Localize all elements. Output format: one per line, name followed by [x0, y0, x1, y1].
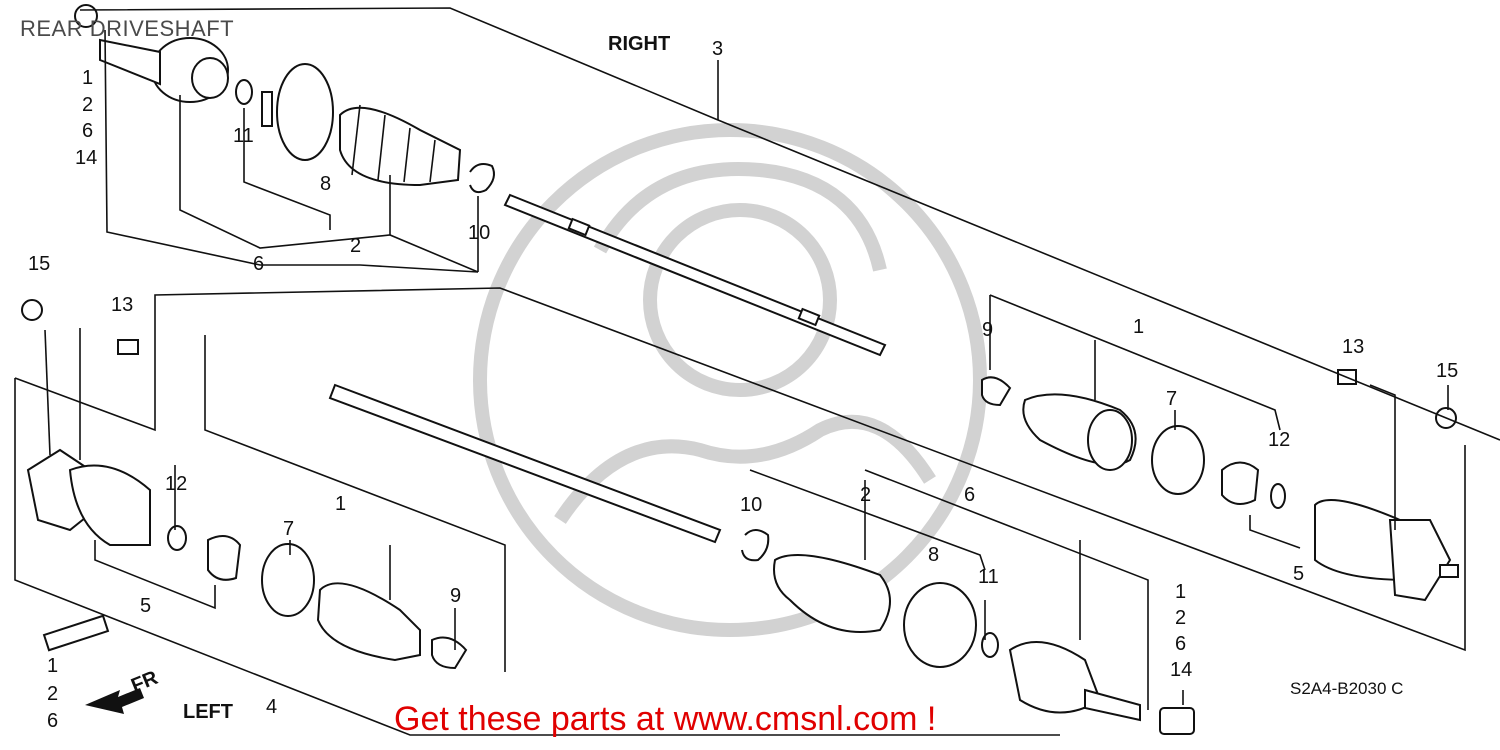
left-boot — [316, 582, 421, 662]
callout-6: 6 — [1175, 633, 1186, 655]
left-inner-joint — [68, 464, 151, 546]
snap-ring — [1270, 483, 1286, 509]
diagram-code: S2A4-B2030 C — [1290, 679, 1403, 698]
callout-12: 12 — [1268, 429, 1290, 451]
callout-1: 1 — [47, 655, 58, 677]
middle-clip-ring — [981, 632, 999, 658]
outer-boot — [339, 106, 462, 187]
callout-11: 11 — [233, 125, 254, 147]
callout-6: 6 — [253, 253, 264, 275]
callout-10: 10 — [468, 222, 490, 244]
middle-clip — [741, 529, 770, 562]
callout-12: 12 — [165, 473, 187, 495]
tripod-joint — [1221, 461, 1260, 505]
callout-5: 5 — [140, 595, 151, 617]
callout-6: 6 — [964, 484, 975, 506]
callout-15: 15 — [1436, 360, 1458, 382]
callout-1: 1 — [1133, 316, 1144, 338]
left-band — [261, 543, 315, 617]
callout-15: 15 — [28, 253, 50, 275]
callout-13: 13 — [1342, 336, 1364, 358]
callout-2: 2 — [47, 683, 58, 705]
callout-10: 10 — [740, 494, 762, 516]
watermark-logo — [473, 123, 987, 637]
callout-7: 7 — [1166, 388, 1177, 410]
callout-8: 8 — [320, 173, 331, 195]
left-spindle-nut — [1159, 707, 1195, 735]
callout-13: 13 — [111, 294, 133, 316]
middle-band — [903, 582, 977, 668]
boot-band — [276, 63, 334, 161]
front-arrow: FR — [85, 667, 162, 714]
left-nut — [21, 299, 43, 321]
callout-2: 2 — [350, 235, 361, 257]
callout-14: 14 — [75, 147, 97, 169]
callout-8: 8 — [928, 544, 939, 566]
right-side-label: RIGHT — [608, 33, 670, 55]
promo-link[interactable]: Get these parts at www.cmsnl.com ! — [394, 700, 937, 738]
callout-3: 3 — [712, 38, 723, 60]
boot-clip — [469, 163, 495, 194]
callout-14: 14 — [1170, 659, 1192, 681]
callout-1: 1 — [1175, 581, 1186, 603]
callout-6: 6 — [82, 120, 93, 142]
clip-ring — [235, 79, 253, 105]
callout-1: 1 — [335, 493, 346, 515]
right-driveshaft-assembly — [74, 4, 1459, 602]
callout-4: 4 — [266, 696, 277, 718]
leader-lines — [14, 7, 1500, 736]
callout-9: 9 — [450, 585, 461, 607]
callout-5: 5 — [1293, 563, 1304, 585]
left-driveshaft-assembly — [21, 299, 1195, 735]
middle-boot — [773, 554, 891, 633]
callout-11: 11 — [978, 566, 999, 588]
grease-tube — [42, 614, 110, 652]
inner-band — [1151, 425, 1205, 495]
callout-2: 2 — [1175, 607, 1186, 629]
left-clip — [431, 636, 468, 670]
callout-2: 2 — [82, 94, 93, 116]
right-shaft — [503, 193, 887, 357]
callout-9: 9 — [982, 319, 993, 341]
left-side-label: LEFT — [183, 701, 233, 723]
diagram-title: REAR DRIVESHAFT — [20, 16, 235, 41]
callout-6: 6 — [47, 710, 58, 732]
left-shaft — [328, 383, 722, 544]
callout-7: 7 — [283, 518, 294, 540]
left-bolt — [117, 339, 139, 355]
boot-clip-inner — [981, 376, 1012, 407]
left-snap-ring — [167, 525, 187, 551]
left-tripod — [207, 535, 242, 581]
callout-2: 2 — [860, 484, 871, 506]
callout-1: 1 — [82, 67, 93, 89]
